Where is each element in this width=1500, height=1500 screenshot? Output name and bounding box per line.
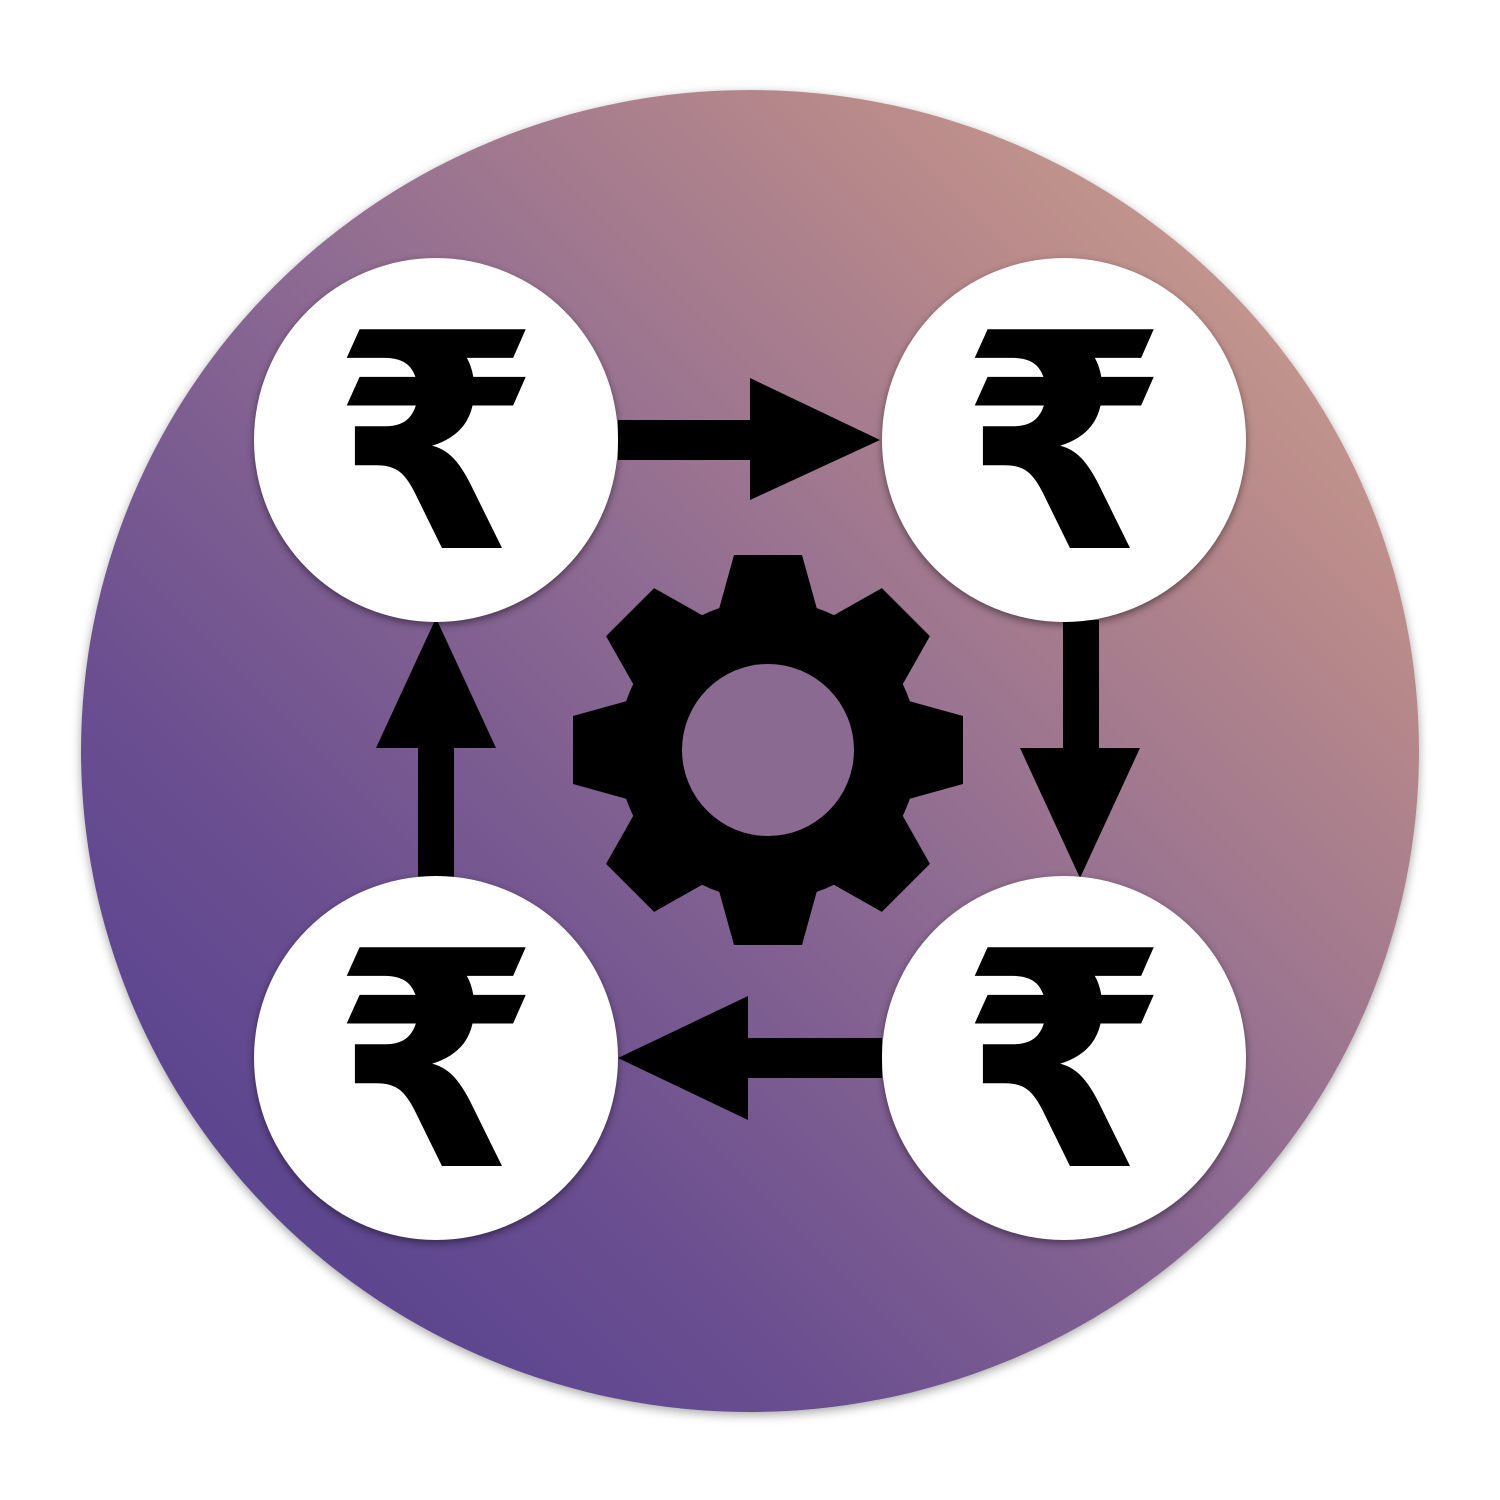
gear-icon bbox=[573, 555, 963, 945]
arrow-right-icon bbox=[618, 378, 880, 500]
gear-tooth bbox=[606, 588, 713, 695]
gear-tooth bbox=[823, 588, 930, 695]
rupee-node-bottom-right bbox=[882, 876, 1246, 1240]
rupee-icon: ₹ bbox=[332, 270, 541, 619]
arrow-down-icon bbox=[1020, 620, 1140, 878]
rupee-icon: ₹ bbox=[960, 888, 1169, 1237]
rupee-icon: ₹ bbox=[960, 270, 1169, 619]
rupee-icon: ₹ bbox=[332, 888, 541, 1237]
arrow-up-icon bbox=[376, 618, 496, 880]
gear-tooth bbox=[606, 805, 713, 912]
rupee-node-bottom-left bbox=[254, 876, 618, 1240]
rupee-node-top-right bbox=[882, 258, 1246, 622]
gear-tooth bbox=[823, 805, 930, 912]
arrow-left-icon bbox=[618, 996, 882, 1120]
rupee-node-top-left bbox=[254, 258, 618, 622]
